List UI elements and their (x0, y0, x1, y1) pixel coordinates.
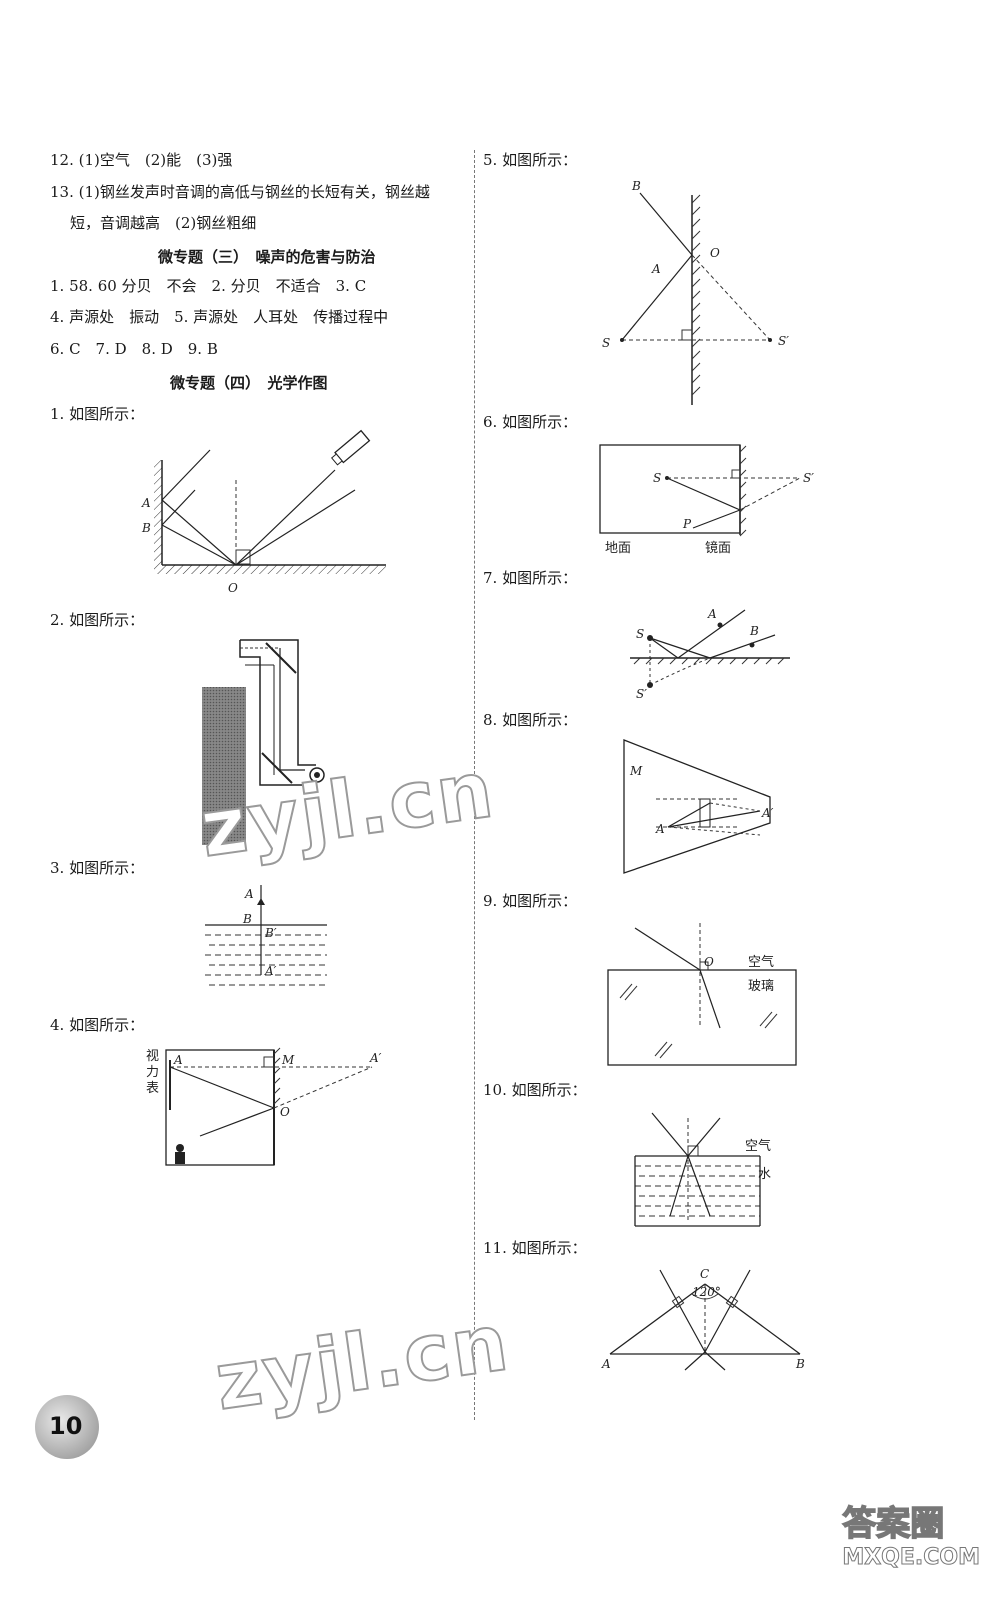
f9-label-o: O (704, 955, 714, 969)
f6-label-ground: 地面 (605, 541, 631, 556)
figure-1: A B O (141, 429, 386, 595)
figure-8: M A A′ (623, 739, 774, 874)
f1-label-o: O (228, 581, 238, 595)
answer-13-line2: 短，音调越高 (2)钢丝粗细 (70, 214, 257, 232)
f11-label-b: B (795, 1357, 805, 1371)
column-divider (474, 150, 475, 1420)
figure-7: S S′ A B (630, 607, 790, 701)
question-5-label: 5. 如图所示： (483, 151, 578, 169)
f4-chart-1: 视 (146, 1049, 159, 1064)
section-4-title: 微专题（四） 光学作图 (170, 374, 328, 392)
figure-5: B A O S S′ (602, 179, 789, 405)
question-10-label: 10. 如图所示： (483, 1081, 587, 1099)
f11-label-angle: 120° (692, 1285, 721, 1299)
answer-13-line1: 13. (1)钢丝发声时音调的高低与钢丝的长短有关，钢丝越 (50, 183, 430, 201)
figure-10: 空气 水 (634, 1112, 771, 1227)
f11-label-c: C (700, 1267, 709, 1281)
f3-label-a: A (244, 887, 254, 901)
f1-label-a: A (141, 496, 151, 510)
question-2-label: 2. 如图所示： (50, 611, 145, 629)
question-3-label: 3. 如图所示： (50, 859, 145, 877)
corner-logo-text: 答案圈 (842, 1503, 946, 1545)
question-4-label: 4. 如图所示： (50, 1016, 145, 1034)
f3-label-b: B (242, 912, 252, 926)
section-3-line1: 1. 58. 60 分贝 不会 2. 分贝 不适合 3. C (50, 277, 367, 295)
f8-label-m: M (629, 764, 643, 778)
f7-label-a: A (707, 607, 717, 621)
question-9-label: 9. 如图所示： (483, 892, 578, 910)
f4-label-m: M (281, 1053, 295, 1067)
f7-label-s: S (636, 627, 644, 641)
f10-label-air: 空气 (745, 1138, 771, 1154)
f3-label-b-prime: B′ (264, 926, 277, 940)
f1-label-b: B (141, 521, 151, 535)
f4-label-a-prime: A′ (369, 1051, 382, 1065)
corner-logo-url: MXQE.COM (842, 1545, 981, 1571)
watermark-2: zyjl.cn (209, 1297, 516, 1429)
f5-label-s: S (602, 336, 610, 350)
section-3-line2: 4. 声源处 振动 5. 声源处 人耳处 传播过程中 (50, 308, 389, 326)
question-6-label: 6. 如图所示： (483, 413, 578, 431)
f6-label-s-prime: S′ (803, 471, 814, 485)
f4-label-a: A (173, 1053, 183, 1067)
f3-label-a-prime: A′ (264, 964, 277, 978)
figure-4: 视 力 表 A M A′ O (146, 1047, 382, 1166)
f7-label-b: B (749, 624, 759, 638)
f5-label-a: A (651, 262, 661, 276)
answer-12: 12. (1)空气 (2)能 (3)强 (50, 151, 233, 169)
f4-chart-2: 力 (146, 1065, 159, 1080)
f5-label-o: O (710, 246, 720, 260)
page-number-badge: 10 (35, 1395, 99, 1459)
section-3-title: 微专题（三） 噪声的危害与防治 (158, 248, 376, 266)
question-11-label: 11. 如图所示： (483, 1239, 587, 1257)
figure-3: A B B′ A′ (205, 885, 327, 986)
figure-6: S S′ P 地面 镜面 (599, 444, 814, 556)
f9-label-air: 空气 (748, 954, 774, 970)
section-3-line3: 6. C 7. D 8. D 9. B (50, 340, 218, 358)
f4-label-o: O (280, 1105, 290, 1119)
f11-label-a: A (601, 1357, 611, 1371)
f4-chart-3: 表 (146, 1081, 159, 1096)
question-8-label: 8. 如图所示： (483, 711, 578, 729)
figure-2 (202, 639, 325, 845)
figure-9: O 空气 玻璃 (607, 923, 797, 1066)
page-number: 10 (49, 1412, 83, 1440)
question-1-label: 1. 如图所示： (50, 405, 145, 423)
f5-label-b: B (631, 179, 641, 193)
f6-label-s: S (653, 471, 661, 485)
corner-logo: 答案圈 MXQE.COM (842, 1496, 981, 1571)
figure-11: C 120° A B (601, 1267, 805, 1371)
f5-label-s-prime: S′ (778, 334, 789, 348)
f6-label-p: P (682, 517, 692, 531)
f8-label-a: A (655, 822, 665, 836)
f10-label-water: 水 (758, 1167, 771, 1182)
f8-label-a-prime: A′ (761, 806, 774, 820)
f9-label-glass: 玻璃 (748, 979, 774, 994)
question-7-label: 7. 如图所示： (483, 569, 578, 587)
f6-label-mirror: 镜面 (705, 541, 731, 556)
f7-label-s-prime: S′ (636, 687, 647, 701)
